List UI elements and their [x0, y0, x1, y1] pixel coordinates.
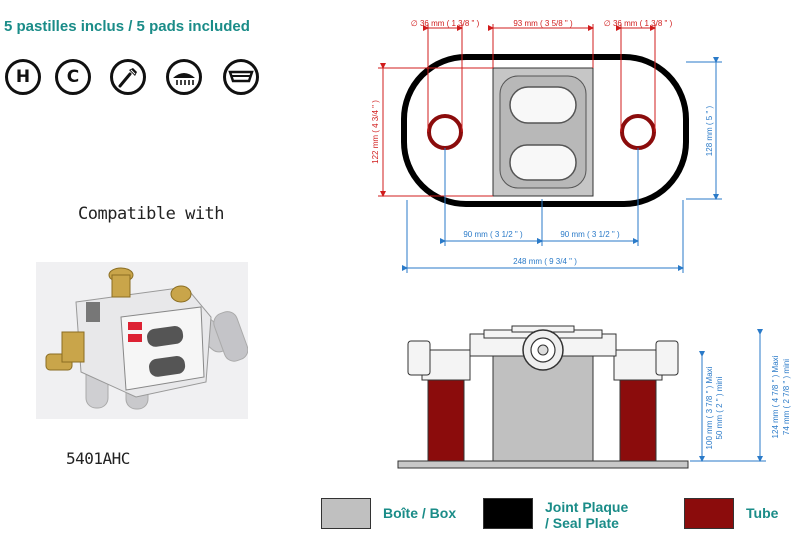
depth-total-mini: 74 mm ( 2 7/8 " ) mini: [782, 359, 791, 435]
hole-left-dimension: ∅ 36 mm ( 1 3/8 " ): [411, 19, 480, 28]
hot-water-letter: H: [15, 67, 31, 87]
tube-legend-label: Tube: [746, 505, 779, 521]
spacing-left-dimension: 90 mm ( 3 1/2 " ): [463, 230, 523, 239]
box-legend-swatch: [321, 498, 371, 529]
compatible-with-label: Compatible with: [78, 204, 225, 224]
spacing-right-dimension: 90 mm ( 3 1/2 " ): [560, 230, 620, 239]
cold-water-icon: C: [55, 59, 91, 95]
depth-box-maxi: 100 mm ( 3 7/8 " ) Maxi: [705, 366, 714, 449]
hand-shower-icon: [110, 59, 146, 95]
seal-legend-line1: Joint Plaque: [545, 499, 629, 515]
upper-cutout: [509, 86, 577, 124]
left-height-dimension: 122 mm ( 4 3/4 " ): [371, 100, 380, 164]
top-view: [401, 54, 689, 207]
shower-head-icon: [166, 59, 202, 95]
seal-legend-swatch: [483, 498, 533, 529]
valve-body-photo: [36, 262, 249, 419]
side-seal-plate: [397, 460, 689, 469]
seal-legend-line2: / Seal Plate: [545, 515, 619, 531]
right-tube-hole: [620, 114, 656, 150]
bathtub-spout-icon: [223, 59, 259, 95]
model-number: 5401AHC: [66, 449, 130, 468]
hole-right-dimension: ∅ 36 mm ( 1 3/8 " ): [604, 19, 673, 28]
box-legend-label: Boîte / Box: [383, 505, 457, 521]
left-tube-hole: [427, 114, 463, 150]
lower-cutout: [509, 144, 577, 181]
total-width-dimension: 248 mm ( 9 3/4 " ): [513, 257, 577, 266]
side-view: [397, 325, 689, 469]
left-tube: [427, 379, 465, 462]
depth-total-maxi: 124 mm ( 4 7/8 " ) Maxi: [771, 355, 780, 438]
hot-water-icon: H: [5, 59, 41, 95]
seal-plate-outline: [401, 54, 689, 207]
right-tube: [619, 379, 657, 462]
pads-included-text: 5 pastilles inclus / 5 pads included: [4, 18, 250, 35]
tube-legend-swatch: [684, 498, 734, 529]
center-width-dimension: 93 mm ( 3 5/8 " ): [513, 19, 573, 28]
cold-water-letter: C: [66, 67, 80, 87]
depth-box-mini: 50 mm ( 2 " ) mini: [715, 376, 724, 439]
right-height-dimension: 128 mm ( 5 " ): [705, 105, 714, 156]
